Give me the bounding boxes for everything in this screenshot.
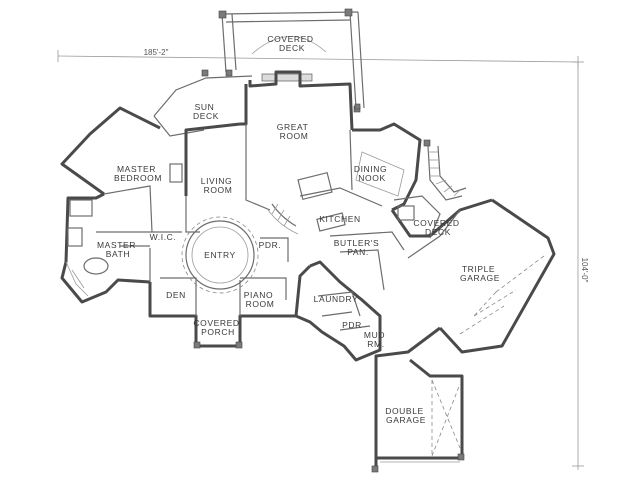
label-living-room: LIVING ROOM	[201, 176, 235, 195]
label-wic: W.I.C.	[150, 232, 177, 242]
exterior-walls	[60, 70, 556, 472]
covered-deck-right-structure	[354, 103, 441, 239]
label-pdr-upper: PDR.	[259, 240, 282, 250]
label-double-garage: DOUBLE GARAGE	[385, 406, 427, 425]
label-mud-rm: MUD RM.	[364, 330, 388, 349]
label-pdr-lower: PDR	[342, 320, 362, 330]
label-master-bath: MASTER BATH	[97, 240, 139, 259]
interior-walls	[96, 124, 461, 331]
label-den: DEN	[166, 290, 186, 300]
covered-deck-top-structure	[218, 8, 365, 113]
room-labels: COVERED DECK SUN DECK GREAT ROOM MASTER …	[97, 34, 500, 425]
dimension-lines	[57, 50, 584, 470]
label-great-room: GREAT ROOM	[277, 122, 311, 141]
interior-stairs	[267, 203, 299, 235]
porch-posts	[193, 341, 465, 473]
width-dimension: 185'-2"	[144, 48, 169, 57]
label-sun-deck: SUN DECK	[193, 102, 219, 121]
label-kitchen: KITCHEN	[319, 214, 361, 224]
entry-rotunda	[181, 216, 259, 294]
label-dining-nook: DINING NOOK	[354, 164, 390, 183]
label-covered-deck-right: COVERED DECK	[413, 218, 462, 237]
label-covered-porch: COVERED PORCH	[193, 318, 242, 337]
label-laundry: LAUNDRY	[314, 294, 359, 304]
label-entry: ENTRY	[204, 250, 236, 260]
label-master-bedroom: MASTER BEDROOM	[114, 164, 162, 183]
garage-doors	[380, 255, 545, 463]
label-piano-room: PIANO ROOM	[244, 290, 276, 309]
sun-deck-structure	[153, 69, 253, 137]
label-triple-garage: TRIPLE GARAGE	[460, 264, 500, 283]
kitchen-fixtures	[297, 151, 405, 232]
label-butlers-pan: BUTLER'S PAN.	[334, 238, 383, 257]
exterior-stairs	[423, 139, 467, 201]
label-covered-deck-top: COVERED DECK	[267, 34, 316, 53]
master-bath-fixtures	[65, 163, 183, 297]
depth-dimension: 104'-0"	[580, 258, 589, 283]
